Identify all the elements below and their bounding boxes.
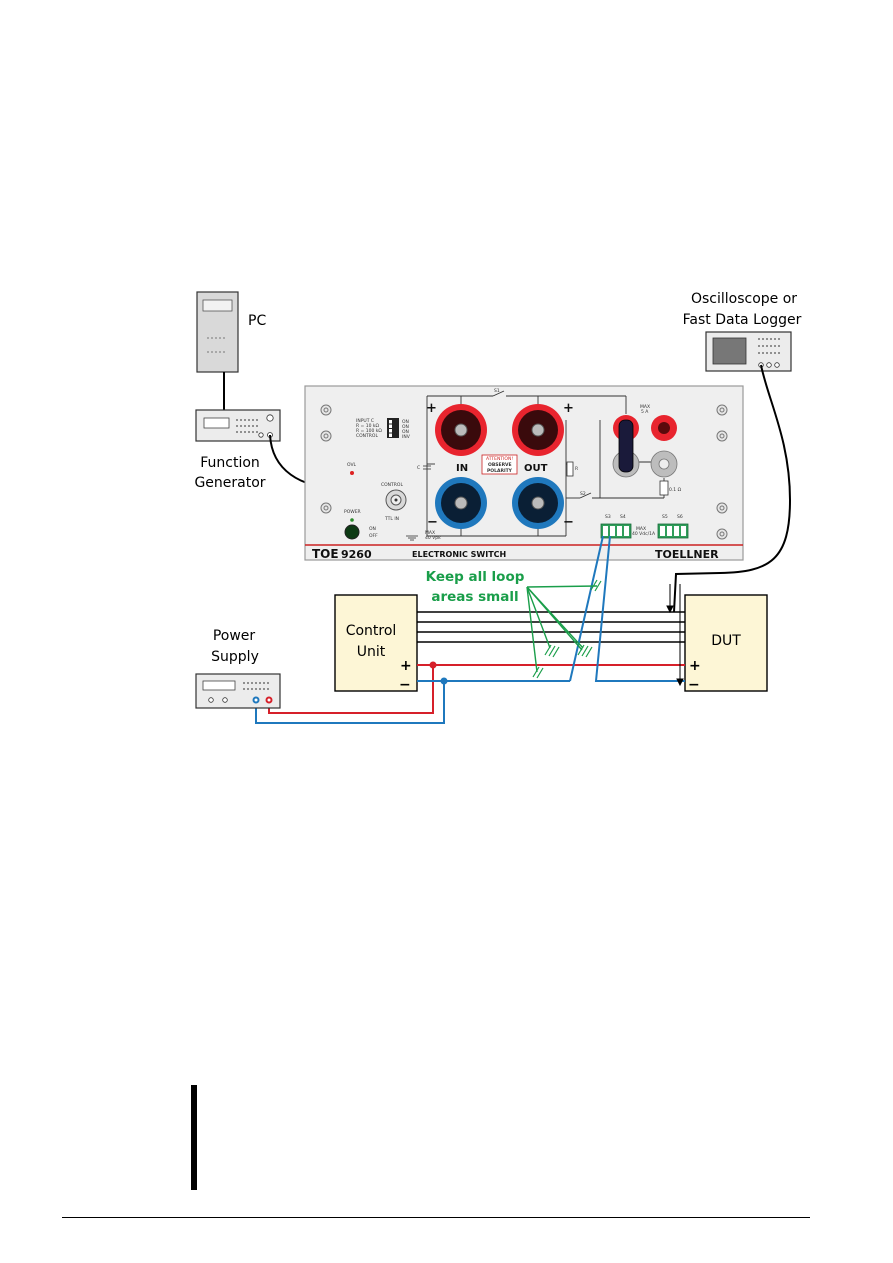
s4-label: S4 xyxy=(620,514,626,520)
r-01-label: 0.1 Ω xyxy=(669,487,682,493)
ttl-in-label: TTL IN xyxy=(384,516,399,522)
oscilloscope-icon xyxy=(705,331,792,372)
product-name: ELECTRONIC SWITCH xyxy=(412,550,506,559)
positive-junction xyxy=(429,661,437,669)
dip-on3: ON xyxy=(402,429,409,435)
out-plus-terminal xyxy=(512,404,564,456)
r-10k-label: R = 10 kΩ xyxy=(356,423,380,429)
control-bnc-connector xyxy=(385,489,407,511)
max-right-value: 40 Vdc/1A xyxy=(632,531,656,537)
out-label: OUT xyxy=(524,463,548,474)
s1-label: S1 xyxy=(494,388,500,394)
control-unit-plus: + xyxy=(400,658,412,674)
power-label: POWER xyxy=(344,509,361,515)
attention-text: ATTENTION! xyxy=(486,456,513,462)
polarity-text: POLARITY xyxy=(487,468,513,474)
negative-junction xyxy=(440,677,448,685)
current-red-terminal-right xyxy=(651,415,677,441)
electronic-switch-panel: TOE 9260 ELECTRONIC SWITCH TOELLNER xyxy=(304,385,744,561)
max-bottom-value: 40 Vpk xyxy=(425,535,441,541)
ground-icon xyxy=(406,535,418,541)
s5-label: S5 xyxy=(662,514,668,520)
in-label: IN xyxy=(456,463,468,474)
control-unit-minus: − xyxy=(399,677,411,693)
dip-inv: INV xyxy=(402,434,411,440)
control-unit-label-line2: Unit xyxy=(357,644,386,660)
pc-tower-icon xyxy=(196,291,239,373)
control-small-label: CONTROL xyxy=(356,433,378,439)
change-bar xyxy=(191,1085,197,1190)
dip-switch xyxy=(387,418,399,438)
function-generator-label-line2: Generator xyxy=(194,475,265,491)
max-5a-value: 5 A xyxy=(641,409,649,415)
current-grey-terminal-right xyxy=(650,450,678,478)
input-c-label: INPUT C xyxy=(356,418,374,424)
ovl-label: OVL xyxy=(347,462,357,468)
control-unit-box xyxy=(334,594,418,692)
power-supply-icon xyxy=(195,673,281,709)
out-minus-sign: − xyxy=(563,515,574,530)
in-plus-terminal xyxy=(435,404,487,456)
loop-area-pointers xyxy=(526,585,598,673)
dut-plus: + xyxy=(689,658,701,674)
s6-label: S6 xyxy=(677,514,683,520)
in-minus-sign: − xyxy=(427,515,438,530)
loop-note-line2: areas small xyxy=(431,589,518,605)
oscilloscope-label-line1: Oscilloscope or xyxy=(691,291,797,307)
max-right-label: MAX xyxy=(636,526,646,532)
c-label: C xyxy=(417,465,420,471)
positive-supply-wire xyxy=(268,664,685,714)
power-switch xyxy=(344,524,360,540)
control-unit-label-line1: Control xyxy=(346,623,397,639)
power-off-label: OFF xyxy=(369,533,378,539)
negative-supply-wire xyxy=(255,535,685,724)
ovl-led xyxy=(350,471,354,475)
dut-label: DUT xyxy=(711,633,741,649)
power-on-label: ON xyxy=(369,526,376,532)
brand-logo: TOELLNER xyxy=(655,548,719,561)
out-plus-sign: + xyxy=(563,401,574,416)
probe-arrows xyxy=(666,584,684,687)
model-prefix: TOE xyxy=(312,547,339,561)
pc-label: PC xyxy=(248,313,266,329)
loop-note-line1: Keep all loop xyxy=(426,569,525,585)
dip-on1: ON xyxy=(402,419,409,425)
out-minus-terminal xyxy=(512,477,564,529)
sense-terminal-block-left xyxy=(600,523,632,539)
in-plus-sign: + xyxy=(426,401,437,416)
max-bottom-label: MAX xyxy=(425,530,435,536)
in-minus-terminal xyxy=(435,477,487,529)
function-generator-icon xyxy=(195,409,281,442)
power-supply-label-line1: Power xyxy=(213,628,256,644)
s2-label: S2 xyxy=(580,491,586,497)
power-led xyxy=(350,518,354,522)
power-supply-label-line2: Supply xyxy=(211,649,259,665)
dut-minus: − xyxy=(688,677,700,693)
dip-on2: ON xyxy=(402,424,409,430)
r-label: R xyxy=(575,466,578,472)
model-number: 9260 xyxy=(341,548,372,561)
loop-area-hatch-marks xyxy=(532,579,602,679)
dut-box xyxy=(684,594,768,692)
oscilloscope-label-line2: Fast Data Logger xyxy=(683,312,802,328)
observe-text: OBSERVE xyxy=(488,462,512,468)
control-label: CONTROL xyxy=(381,482,403,488)
footer-rule xyxy=(62,1217,810,1218)
function-generator-label-line1: Function xyxy=(200,455,260,471)
r-100k-label: R = 100 kΩ xyxy=(356,428,382,434)
shorting-link xyxy=(618,419,634,473)
sense-terminal-block-right xyxy=(657,523,689,539)
s3-label: S3 xyxy=(605,514,611,520)
max-5a-label: MAX xyxy=(640,404,650,410)
control-bus-wires xyxy=(417,611,685,643)
oscilloscope-cable xyxy=(673,364,792,613)
